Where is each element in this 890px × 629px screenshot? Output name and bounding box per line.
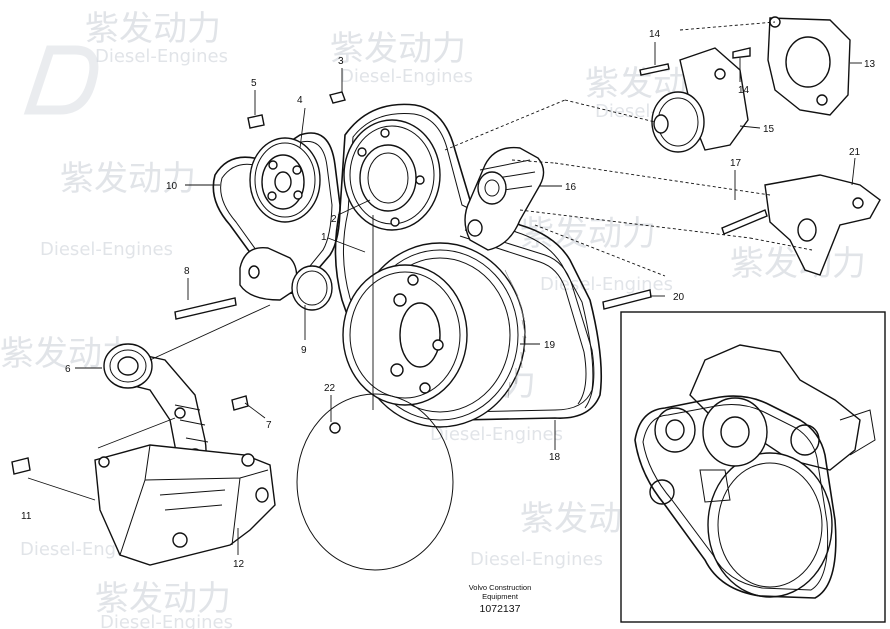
belt-18 [459,229,595,409]
footer-drawing-number: 1072137 [479,603,521,615]
callout-10: 10 [166,181,178,192]
part-14-bolts [639,47,751,76]
callout-1: 1 [321,232,327,243]
watermark-en-8: Diesel-Engines [430,424,563,445]
part-4-pulley [249,137,321,223]
drawing-footer: Volvo Construction Equipment 1072137 [430,583,570,615]
callout-12: 12 [233,559,245,570]
callout-18: 18 [549,452,561,463]
part-16-tensioner [464,146,545,251]
alignment-lines [444,21,813,277]
watermark-cn-2: 紫发动力 [330,29,466,69]
part-22-cover [296,393,454,571]
callout-21: 21 [849,147,861,158]
part-9-idler [239,246,333,311]
bolt-8 [174,297,237,320]
watermark-en-10: Diesel-Engines [100,612,233,629]
callout-3: 3 [338,56,344,67]
bolt-20 [602,289,652,310]
assembled-view-inset [620,311,886,623]
part-1-damper-pulley [342,242,527,428]
bolt-5 [247,114,265,129]
footer-company-line1: Volvo Construction [468,583,532,592]
callout-2: 2 [331,214,337,225]
watermark-cn-5: 紫发动力 [520,214,656,254]
part-21-bracket [721,174,881,276]
watermark-en-1: Diesel-Engines [95,46,228,67]
part-12-bracket [94,444,276,566]
callout-17: 17 [730,158,742,169]
watermark-en-11: Diesel-Engines [470,549,603,570]
callouts: 1 2 3 4 5 6 7 8 9 10 11 12 13 14 14 15 1… [21,29,876,570]
callout-19: 19 [544,340,556,351]
callout-14b: 14 [738,85,750,96]
bolt-7 [231,395,249,411]
watermark-cn-4: 紫发动力 [60,159,196,199]
callout-14a: 14 [649,29,661,40]
watermark-en-2: Diesel-Engines [340,66,473,87]
watermark-cn-10: 紫发动力 [95,579,231,619]
bolt-3 [329,91,346,104]
callout-8: 8 [184,266,190,277]
callout-5: 5 [251,78,257,89]
bolt-11 [11,457,31,475]
callout-20: 20 [673,292,685,303]
callout-7: 7 [266,420,272,431]
watermark-logo [23,45,99,115]
leader-lines [27,42,862,555]
bolts [11,91,652,475]
footer-company-line2: Equipment [482,592,518,601]
callout-6: 6 [65,364,71,375]
part-2-upper-pulley [343,119,441,231]
callout-13: 13 [864,59,876,70]
watermark-cn-1: 紫发动力 [85,9,221,49]
part-15-alternator-pulley [651,47,749,153]
callout-11: 11 [21,511,32,522]
callout-16: 16 [565,182,577,193]
callout-4: 4 [297,95,303,106]
part-13-bracket [767,16,851,116]
callout-9: 9 [301,345,307,356]
callout-15: 15 [763,124,775,135]
callout-22: 22 [324,383,336,394]
watermark-en-4: Diesel-Engines [40,239,173,260]
